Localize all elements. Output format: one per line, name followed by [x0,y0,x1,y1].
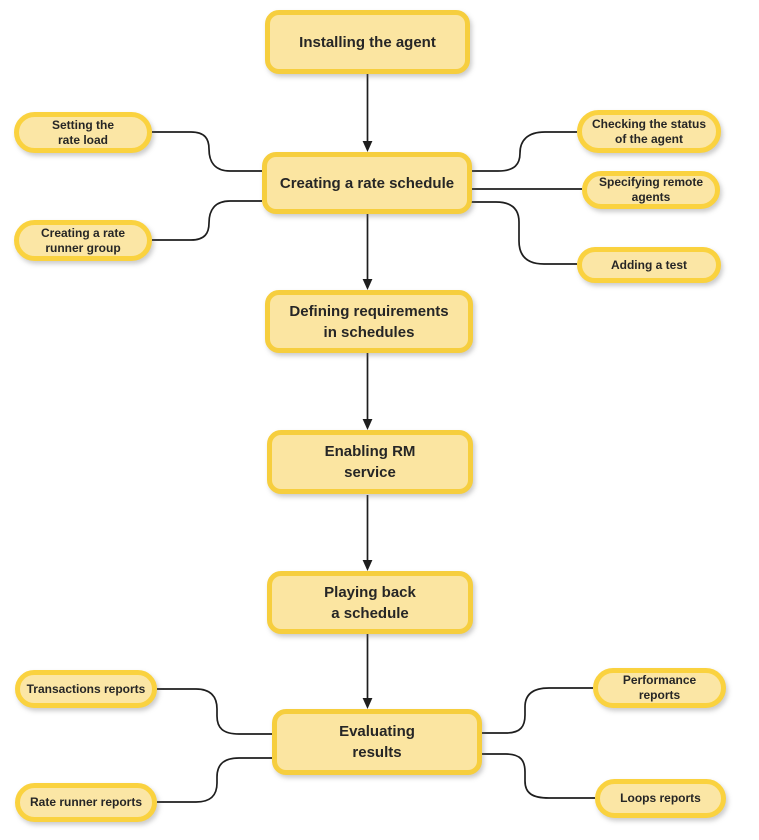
step-label: Installing the agent [299,33,436,51]
arrowhead-icon [362,141,373,152]
step-label: Creating a rate schedule [279,174,455,192]
branch-label: Performance reports [622,673,697,702]
connector-checking-the-status [470,131,577,172]
step-label: Playing back a schedule [324,583,416,622]
branch-adding-a-test: Adding a test [577,247,721,283]
step-label: Defining requirements in schedules [289,302,449,341]
connector-creating-a-rate-runner-group [152,200,262,241]
branch-transactions-reports: Transactions reports [15,670,157,708]
step-enabling-rm-service: Enabling RM service [267,430,473,494]
step-evaluating-results: Evaluating results [272,709,482,775]
connector-setting-the-rate-load [152,131,262,172]
step-label: Enabling RM service [324,443,416,481]
branch-specifying-remote-agents: Specifying remote agents [582,171,720,209]
connector-adding-a-test [470,201,577,265]
branch-label: Rate runner reports [29,795,143,809]
step-playing-back-a-schedule: Playing back a schedule [267,571,473,634]
branch-loops-reports: Loops reports [595,779,726,818]
branch-performance-reports: Performance reports [593,668,726,708]
branch-label: Adding a test [610,257,687,272]
branch-label: Checking the status of the agent [591,116,707,146]
branch-setting-the-rate-load: Setting the rate load [14,112,152,153]
branch-label: Loops reports [620,791,701,805]
branch-label: Setting the rate load [52,117,114,147]
connector-loops-reports [482,753,595,799]
connector-performance-reports [482,687,593,734]
connector-rate-runner-reports [157,757,272,803]
step-creating-a-rate-schedule: Creating a rate schedule [262,152,472,214]
step-defining-requirements-in-schedules: Defining requirements in schedules [265,290,473,353]
step-label: Evaluating results [339,723,415,761]
branch-label: Creating a rate runner group [40,225,126,255]
branch-label: Transactions reports [26,681,146,696]
branch-rate-runner-reports: Rate runner reports [15,783,157,822]
arrowhead-icon [362,279,373,290]
branch-label: Specifying remote agents [598,175,704,204]
branch-creating-a-rate-runner-group: Creating a rate runner group [14,220,152,261]
step-installing-the-agent: Installing the agent [265,10,470,74]
arrowhead-icon [362,560,373,571]
arrowhead-icon [362,698,373,709]
arrowhead-icon [362,419,373,430]
branch-checking-the-status-of-the-agent: Checking the status of the agent [577,110,721,153]
connector-transactions-reports [157,688,272,735]
